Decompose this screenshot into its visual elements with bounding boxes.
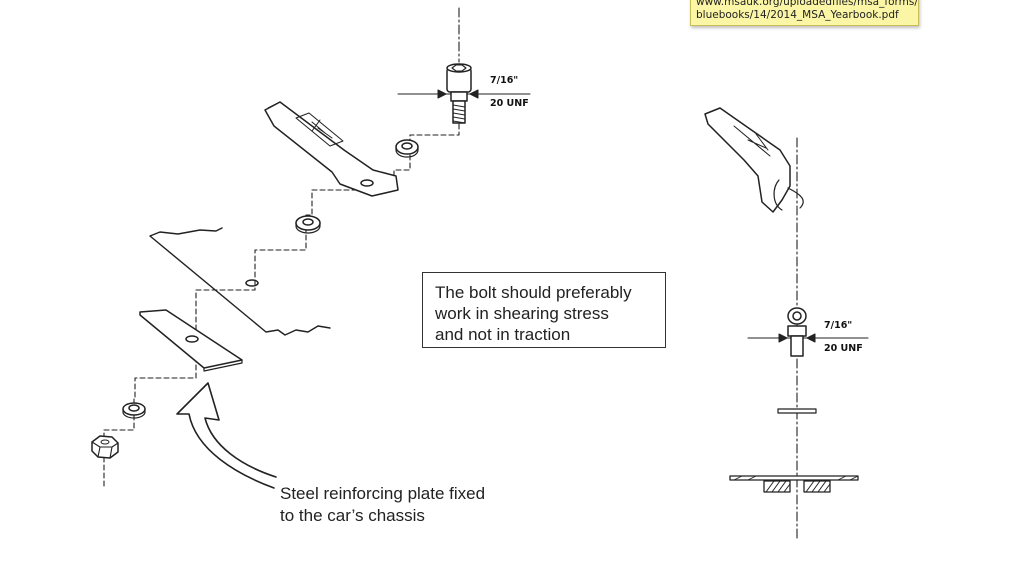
chassis-panel	[149, 227, 331, 336]
steel-reinforcing-plate	[139, 309, 243, 372]
arrow-icon	[778, 333, 788, 343]
callout-line: The bolt should preferably	[435, 283, 632, 302]
arrow-icon	[806, 333, 816, 343]
seat-belt-anchor-tab	[704, 107, 804, 213]
dimension-diameter-label: 7/16"	[490, 75, 519, 86]
source-url-line: www.msauk.org/uploadedfiles/msa_forms/	[696, 0, 918, 8]
callout-line: and not in traction	[435, 325, 571, 344]
source-url-line: bluebooks/14/2014_MSA_Yearbook.pdf	[696, 9, 899, 21]
arrow-icon	[469, 89, 479, 99]
washer	[395, 139, 419, 158]
socket-head-bolt	[787, 307, 807, 357]
curved-arrow	[176, 382, 277, 489]
left-exploded-view	[91, 7, 531, 489]
hex-nut	[91, 435, 119, 459]
assembly-path	[103, 123, 460, 489]
source-note: www.msauk.org/uploadedfiles/msa_forms/ b…	[690, 0, 919, 26]
right-side-view	[704, 107, 869, 541]
caption-line: Steel reinforcing plate fixed	[280, 484, 486, 503]
washer	[122, 402, 146, 419]
socket-head-bolt	[446, 63, 472, 124]
washer	[295, 215, 321, 234]
callout-line: work in shearing stress	[435, 304, 609, 323]
plate-caption: Steel reinforcing plate fixed to the car…	[280, 483, 485, 527]
dimension-diameter-label: 7/16"	[824, 320, 853, 331]
caption-line: to the car’s chassis	[280, 506, 425, 525]
arrow-icon	[437, 89, 447, 99]
dimension-thread-label: 20 UNF	[490, 98, 529, 109]
plate-cross-section	[729, 475, 859, 493]
callout-box: The bolt should preferably work in shear…	[422, 272, 666, 348]
dimension-thread-label: 20 UNF	[824, 343, 863, 354]
seat-belt-anchor-tab	[264, 101, 399, 197]
washer	[777, 408, 817, 414]
